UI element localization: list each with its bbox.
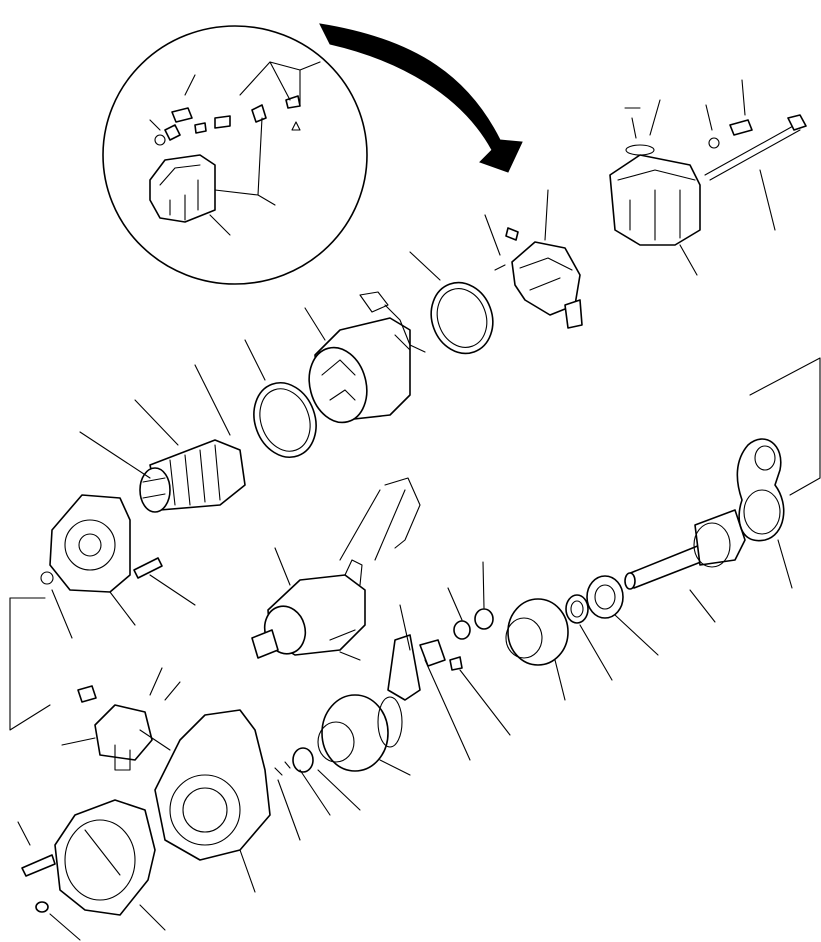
gasket-ring-upper bbox=[409, 251, 494, 355]
solenoid bbox=[251, 477, 421, 661]
callout-arrow bbox=[319, 23, 523, 173]
rear-cover bbox=[609, 79, 807, 276]
detail-circle bbox=[102, 23, 523, 285]
shift-lever bbox=[387, 561, 511, 761]
magnetic-switch bbox=[9, 597, 181, 771]
front-frame bbox=[17, 799, 166, 941]
overrunning-clutch bbox=[274, 694, 411, 841]
drive-housing bbox=[154, 709, 271, 893]
gasket-plate bbox=[736, 357, 821, 589]
brush-holder bbox=[484, 189, 583, 329]
bearing-set bbox=[565, 575, 659, 681]
internal-gear bbox=[505, 598, 569, 701]
detail-brush-holder bbox=[149, 95, 301, 223]
armature bbox=[79, 364, 246, 513]
gasket-ring-lower bbox=[244, 339, 317, 458]
yoke bbox=[304, 291, 426, 424]
pinion-shaft bbox=[624, 509, 746, 623]
front-housing bbox=[40, 494, 196, 639]
